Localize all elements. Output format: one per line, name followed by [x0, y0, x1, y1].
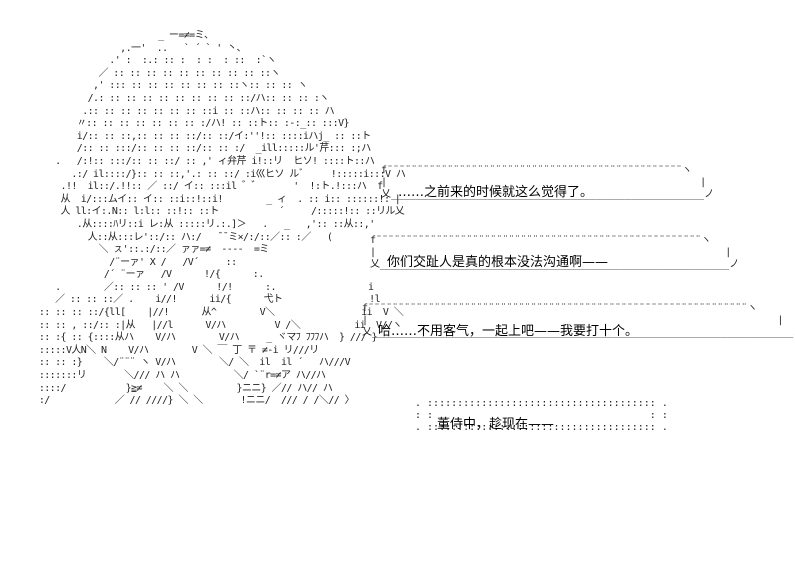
speech-bubble-1-text: ……之前来的时候就这么觉得了。 — [398, 185, 594, 200]
narration-text: 董侍中，趁现在—— — [437, 417, 555, 432]
narration-box-frame: . ::::::::::::::::::::::::::::::::::::::… — [415, 398, 668, 433]
ascii-art-character: _ ー=≠=ミ、 ,.一' .. ` ´ ` ' 丶、 .' : :.: :: … — [38, 30, 406, 407]
speech-bubble-3-frame: f¨¨¨¨¨¨¨¨¨¨¨¨¨¨¨¨¨¨¨¨¨¨¨¨¨¨¨¨¨¨¨¨¨¨¨¨¨¨¨… — [362, 303, 795, 338]
speech-bubble-2-text: 你们交趾人是真的根本没法沟通啊—— — [387, 255, 609, 270]
speech-bubble-1-frame: f¨¨¨¨¨¨¨¨¨¨¨¨¨¨¨¨¨¨¨¨¨¨¨¨¨¨¨¨¨¨¨¨¨¨¨¨¨¨¨… — [381, 165, 715, 200]
speech-bubble-2-frame: f¨¨¨¨¨¨¨¨¨¨¨¨¨¨¨¨¨¨¨¨¨¨¨¨¨¨¨¨¨¨¨¨¨¨¨¨¨¨¨… — [370, 235, 740, 270]
speech-bubble-3-text: 哈……不用客气，一起上吧——我要打十个。 — [378, 324, 639, 339]
